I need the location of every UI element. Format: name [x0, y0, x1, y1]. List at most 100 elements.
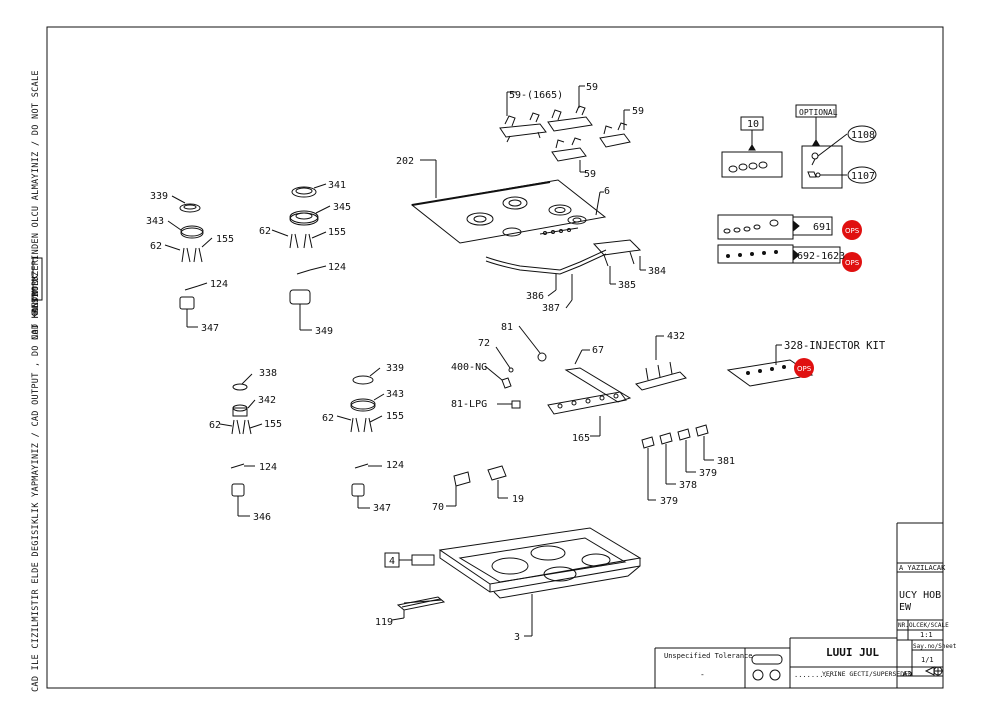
callout-155-c: 155	[264, 419, 282, 430]
callout-342: 342	[258, 395, 276, 406]
callout-155-b: 155	[328, 227, 346, 238]
callout-691: 691	[813, 222, 831, 233]
tb-yazilacak: A YAZILACAK	[899, 564, 946, 572]
ops-badge-328	[794, 358, 814, 378]
tb-nr: NR.	[898, 622, 909, 629]
tb-sheet: 1/1	[921, 656, 934, 664]
tb-dots: .........	[794, 671, 832, 679]
callout-124-c: 124	[259, 462, 277, 473]
tb-title-2: EW	[899, 602, 912, 613]
callout-10: 10	[747, 119, 759, 130]
title-block	[654, 522, 943, 688]
callout-328-injector-kit: 328-INJECTOR KIT	[784, 340, 886, 352]
callout-1107: 1107	[851, 171, 875, 182]
tb-dash: -	[700, 670, 705, 679]
callout-155-d: 155	[386, 411, 404, 422]
ops-badge-691	[842, 220, 862, 240]
ops-label-328: OPS	[797, 365, 812, 373]
callout-bubble-1108	[847, 125, 877, 143]
callout-119: 119	[375, 617, 393, 628]
callout-59-c: 59	[584, 169, 596, 180]
callout-347-a: 347	[201, 323, 219, 334]
callout-387: 387	[542, 303, 560, 314]
ops-label-692: OPS	[845, 259, 860, 267]
tb-tolerance: Unspecified Tolerance	[664, 652, 753, 660]
gas-taps	[641, 424, 714, 501]
callout-59-b: 59	[632, 106, 644, 117]
callout-124-b: 124	[328, 262, 346, 273]
callout-202: 202	[396, 156, 414, 167]
kit-box-10	[721, 151, 783, 178]
tb-drawing-no: LUUI JUL	[826, 646, 879, 659]
callout-400-ng: 400-NG	[451, 362, 487, 373]
pan-support-59c	[551, 137, 587, 162]
optional-box	[801, 145, 843, 189]
callout-339-a: 339	[150, 191, 168, 202]
burner-assembly-3	[219, 373, 263, 517]
gas-manifold	[547, 349, 632, 437]
ops-badges	[794, 220, 862, 378]
callout-165: 165	[572, 433, 590, 444]
kit-box-691	[717, 214, 794, 240]
callout-343-b: 343	[386, 389, 404, 400]
injector-kit-328	[726, 344, 814, 387]
callout-386: 386	[526, 291, 544, 302]
callout-19: 19	[512, 494, 524, 505]
callout-381: 381	[717, 456, 735, 467]
gas-pipe-assembly	[485, 239, 646, 309]
callout-378: 378	[679, 480, 697, 491]
seal-strip	[411, 181, 551, 206]
callout-70: 70	[432, 502, 444, 513]
pan-support-59a	[547, 105, 593, 132]
callout-338: 338	[259, 368, 277, 379]
callout-347-b: 347	[373, 503, 391, 514]
callout-379-b: 379	[699, 468, 717, 479]
tb-superseded: YERINE GECTI/SUPERSEDED	[822, 670, 912, 678]
ops-label-691: OPS	[845, 227, 860, 235]
callout-155-a: 155	[216, 234, 234, 245]
callout-384: 384	[648, 266, 666, 277]
tb-sayfa: Say.no/Sheet	[913, 643, 957, 650]
callout-62-d: 62	[322, 413, 334, 424]
callout-62-a: 62	[150, 241, 162, 252]
callout-345: 345	[333, 202, 351, 213]
callout-379-a: 379	[660, 496, 678, 507]
burner-assembly-4	[336, 367, 385, 509]
tb-olcek: OLCEK/SCALE	[909, 622, 949, 629]
callout-385: 385	[618, 280, 636, 291]
burner-assembly-2	[271, 183, 331, 331]
callout-62-b: 62	[259, 226, 271, 237]
callout-124-a: 124	[210, 279, 228, 290]
callout-bubble-1107	[847, 166, 877, 184]
cad-kontrol-box	[32, 257, 43, 301]
callout-81-lpg: 81-LPG	[451, 399, 487, 410]
callout-6: 6	[604, 186, 610, 197]
tb-scale: 1:1	[920, 631, 933, 639]
callout-432: 432	[667, 331, 685, 342]
callout-339-b: 339	[386, 363, 404, 374]
spark-generator-432	[635, 335, 687, 391]
ops-badge-692	[842, 252, 862, 272]
parts-70-19	[446, 465, 508, 507]
callout-124-d: 124	[386, 460, 404, 471]
callout-4: 4	[389, 556, 395, 567]
burner-assembly-1	[164, 195, 213, 328]
tb-size: A3	[903, 670, 911, 678]
pan-support-59b	[599, 122, 631, 148]
callout-81: 81	[501, 322, 513, 333]
pan-support-1665	[499, 112, 547, 143]
injector-parts	[484, 325, 547, 409]
callout-72: 72	[478, 338, 490, 349]
callout-67: 67	[592, 345, 604, 356]
rack-119	[391, 596, 446, 621]
callout-346: 346	[253, 512, 271, 523]
callout-59-1665: 59-(1665)	[509, 90, 563, 101]
kit-box-692	[717, 244, 794, 264]
hob-body	[438, 527, 642, 637]
callout-62-c: 62	[209, 420, 221, 431]
callout-1108: 1108	[851, 130, 875, 141]
callout-3: 3	[514, 632, 520, 643]
drawing-frame	[46, 26, 944, 689]
callout-341: 341	[328, 180, 346, 191]
